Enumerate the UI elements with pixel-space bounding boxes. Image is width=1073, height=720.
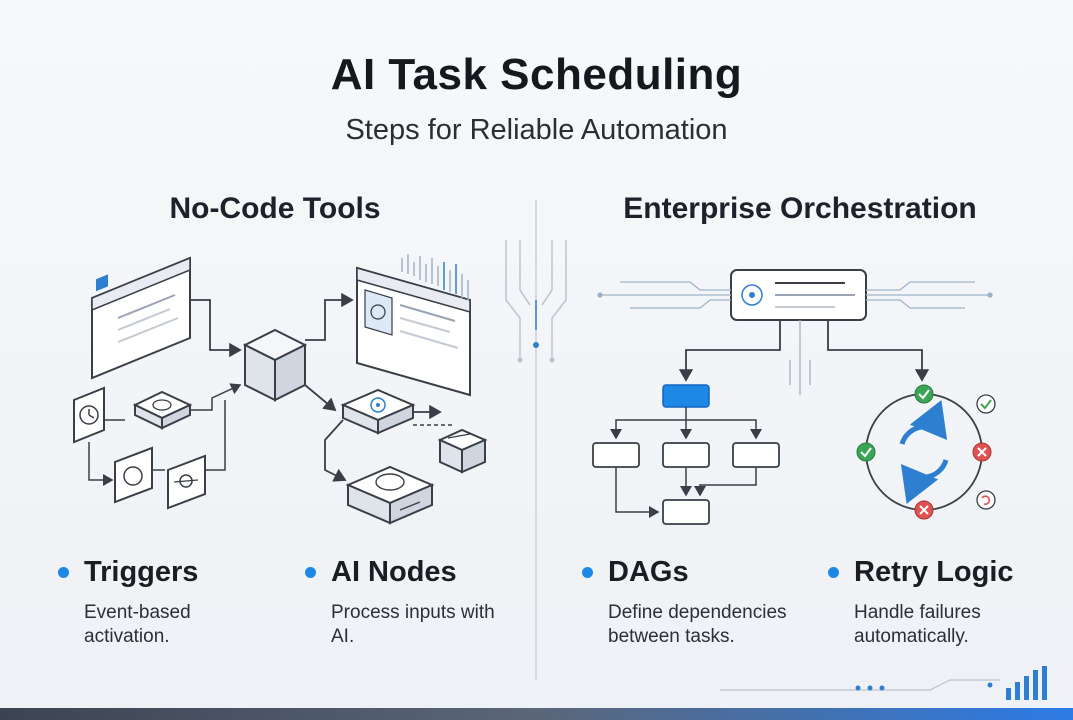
item-title: Retry Logic bbox=[854, 556, 1014, 588]
error-icon bbox=[914, 500, 934, 520]
item-ai-nodes: AI Nodes Process inputs with AI. bbox=[305, 556, 511, 649]
bullet-dot bbox=[828, 567, 839, 578]
retry-loop bbox=[865, 393, 983, 511]
footer-decoration bbox=[720, 666, 1047, 700]
calendar-icon bbox=[114, 446, 153, 504]
timer-tile bbox=[132, 390, 193, 430]
ai-app-window bbox=[356, 266, 471, 397]
page-subtitle: Steps for Reliable Automation bbox=[345, 114, 728, 146]
workflow-cube bbox=[242, 328, 308, 402]
item-title: AI Nodes bbox=[331, 556, 457, 588]
check-outline-icon bbox=[976, 394, 996, 414]
server-stack bbox=[437, 428, 488, 474]
arrow-card-dag bbox=[678, 320, 781, 382]
bullet-dot bbox=[305, 567, 316, 578]
dag-nodes bbox=[592, 442, 780, 525]
clock-icon bbox=[73, 386, 105, 444]
gateway-icon bbox=[167, 454, 206, 510]
undo-icon bbox=[976, 490, 996, 510]
bullet-dot bbox=[582, 567, 593, 578]
center-divider bbox=[505, 200, 567, 680]
check-icon bbox=[856, 442, 876, 462]
trigger-browser-window bbox=[91, 256, 191, 380]
ai-node-tile bbox=[340, 388, 416, 435]
arrow-cube-ainode bbox=[304, 384, 337, 412]
arrow-browser-cube bbox=[190, 299, 242, 358]
check-icon bbox=[914, 384, 934, 404]
section-title-enterprise: Enterprise Orchestration bbox=[623, 192, 977, 225]
orchestrator-card bbox=[730, 269, 867, 321]
item-desc: Event-based activation. bbox=[84, 602, 191, 647]
item-desc: Define dependencies between tasks. bbox=[608, 602, 787, 647]
bottom-bar bbox=[0, 708, 1073, 720]
arrow-cube-window bbox=[305, 292, 354, 341]
signal-bars bbox=[401, 254, 469, 300]
item-desc: Process inputs with AI. bbox=[331, 602, 495, 647]
item-title: Triggers bbox=[84, 556, 199, 588]
arrow-card-retry bbox=[827, 320, 930, 382]
item-triggers: Triggers Event-based activation. bbox=[58, 556, 264, 649]
brain-device bbox=[345, 465, 435, 525]
dag-edges bbox=[610, 407, 762, 518]
arrow-ainode-device bbox=[324, 419, 347, 482]
item-title: DAGs bbox=[608, 556, 689, 588]
page-title: AI Task Scheduling bbox=[330, 50, 743, 99]
bullet-dot bbox=[58, 567, 69, 578]
item-dags: DAGs Define dependencies between tasks. bbox=[582, 556, 808, 649]
error-icon bbox=[972, 442, 992, 462]
circuit-lines-right bbox=[597, 281, 993, 395]
item-desc: Handle failures automatically. bbox=[854, 602, 981, 647]
item-retry-logic: Retry Logic Handle failures automaticall… bbox=[828, 556, 1034, 649]
dag-root-node bbox=[662, 384, 710, 408]
section-title-no-code: No-Code Tools bbox=[169, 192, 381, 225]
